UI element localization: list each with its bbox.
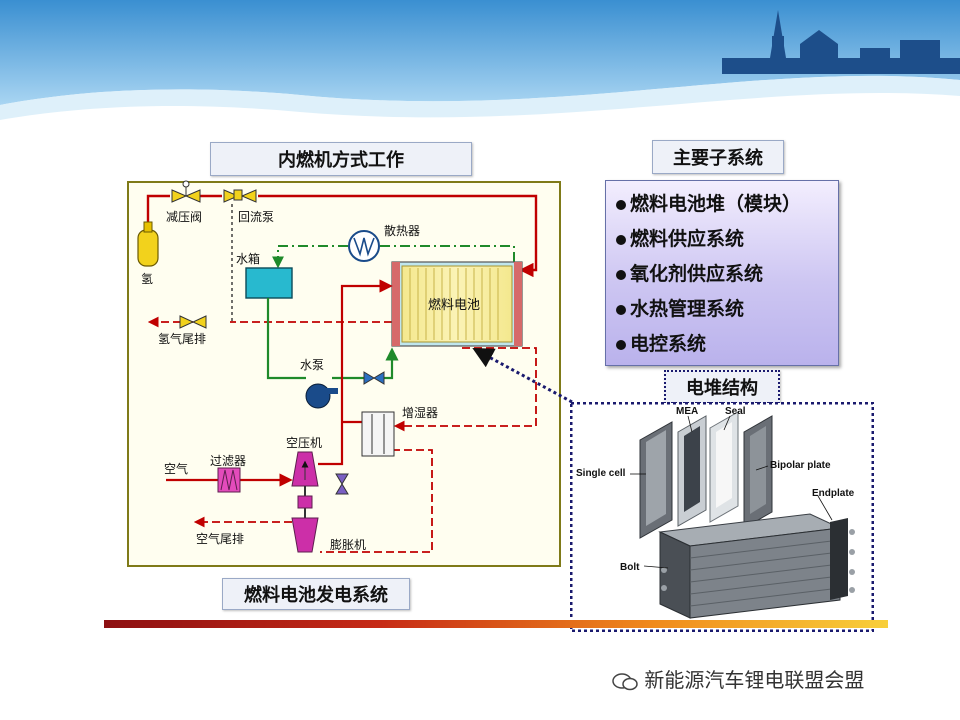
label-air: 空气 [164,462,189,476]
label-humidifier: 增湿器 [402,406,439,420]
left-panel-frame [127,181,561,567]
subsystem-item-label: 氧化剂供应系统 [630,263,764,285]
label-hydrogen-exhaust: 氢气尾排 [158,332,207,346]
watermark: 新能源汽车锂电联盟会盟 [612,664,864,693]
bullet-icon [616,339,626,350]
bipolar-plate-icon [743,415,773,529]
label-water-tank: 水箱 [236,252,261,266]
radiator-icon [348,230,380,262]
pressure-valve-icon [171,180,201,203]
assembled-stack-icon [658,513,855,619]
label-bolt: Bolt [620,562,640,573]
seal-plate-icon [709,411,739,523]
bullet-icon [616,199,626,210]
town-silhouette-icon [722,10,960,74]
label-radiator: 散热器 [384,224,421,238]
label-bipolar-plate: Bipolar plate [770,460,831,471]
air-filter-icon [217,467,241,493]
mea-plate-icon [677,415,707,527]
expander-icon [291,517,319,553]
watermark-text: 新能源汽车锂电联盟会盟 [644,668,865,692]
stack-structure-title: 电堆结构 [664,370,780,404]
stack-structure-title-text: 电堆结构 [686,378,758,399]
water-pump-icon [305,383,338,409]
left-panel-caption-text: 燃料电池发电系统 [244,585,388,606]
label-fuel-cell: 燃料电池 [428,298,481,313]
label-endplate: Endplate [812,488,855,499]
subsystem-item-label: 电控系统 [630,333,707,355]
air-exhaust-line [193,347,537,553]
air-compressor-icon [291,451,319,487]
subsystem-item: 氧化剂供应系统 [616,259,763,286]
hydrogen-exhaust-valve-icon [179,315,207,329]
bullet-icon [616,269,626,280]
air-valve-icon [335,473,349,495]
subsystem-item: 燃料电池堆（模块） [616,189,801,216]
left-panel-title: 内燃机方式工作 [210,142,472,176]
label-air-exhaust: 空气尾排 [196,532,245,546]
water-tank-icon [245,267,293,299]
single-cell-plate-icon [639,421,673,539]
label-hydrogen: 氢 [141,272,154,286]
label-expander: 膨胀机 [330,538,367,552]
air-supply-line [166,279,393,487]
subsystems-panel: 燃料电池堆（模块） 燃料供应系统 氧化剂供应系统 水热管理系统 电控系统 [605,180,839,366]
subsystem-item-label: 燃料供应系统 [630,228,745,250]
subsystems-title-text: 主要子系统 [673,148,763,169]
stack-structure-figure [570,402,874,632]
bullet-icon [616,304,626,315]
subsystem-item: 燃料供应系统 [616,224,744,251]
left-panel-title-text: 内燃机方式工作 [278,150,404,171]
label-recirc-pump: 回流泵 [238,210,275,224]
subsystem-item: 电控系统 [616,329,706,356]
subsystem-item-label: 燃料电池堆（模块） [630,193,802,215]
motor-icon [297,486,313,518]
wechat-icon [612,672,638,692]
water-valve-icon [363,371,385,385]
fuel-cell-stack-icon [391,261,523,347]
water-line [266,298,399,380]
coolant-loop [272,245,515,269]
header-banner [0,0,960,120]
left-panel-caption: 燃料电池发电系统 [222,578,410,610]
label-mea: MEA [676,406,699,417]
bullet-icon [616,234,626,245]
label-filter: 过滤器 [210,454,247,468]
humidifier-icon [361,411,395,457]
label-seal: Seal [725,406,746,417]
subsystems-title: 主要子系统 [652,140,784,174]
stack-pointer-arrow [472,347,573,404]
hydrogen-tank-icon [137,221,159,267]
label-single-cell: Single cell [576,468,626,479]
hydrogen-supply-line [146,194,538,278]
label-air-compressor: 空压机 [286,436,323,450]
label-pressure-valve: 减压阀 [166,210,203,224]
label-water-pump: 水泵 [300,358,325,372]
subsystem-item-label: 水热管理系统 [630,298,745,320]
footer-gradient-bar [104,620,888,628]
recirculation-pump-icon [223,189,257,203]
subsystem-item: 水热管理系统 [616,294,744,321]
